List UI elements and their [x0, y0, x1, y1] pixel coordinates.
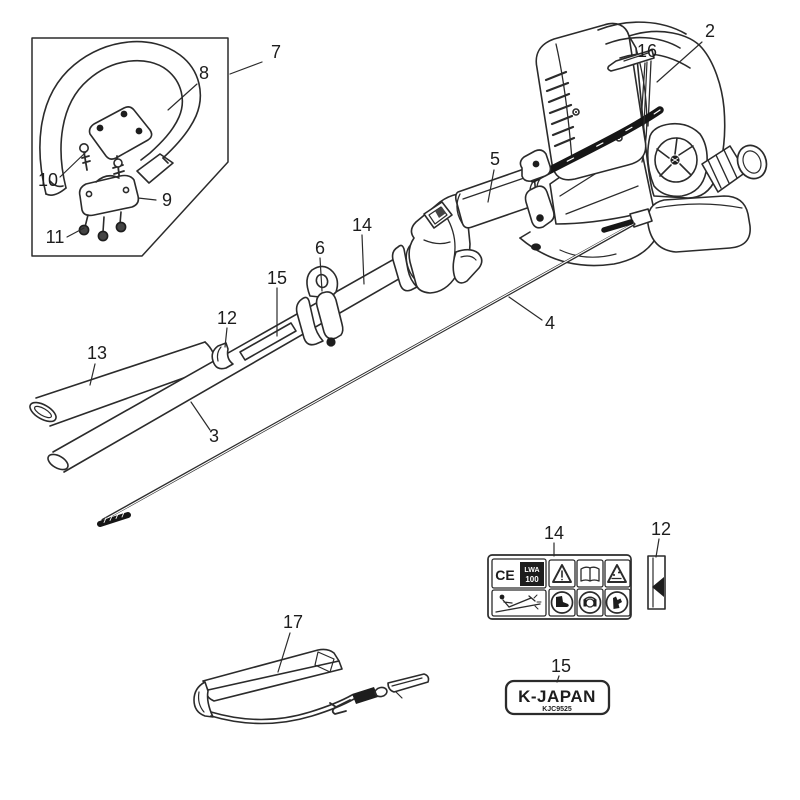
callout-15-decal: 15: [551, 656, 571, 676]
shaft-label-area: [239, 322, 297, 361]
callout-5: 5: [490, 149, 500, 169]
arrow-glyph: [652, 577, 664, 597]
hanger-clamp: [295, 265, 344, 347]
handle-end-cap: [45, 180, 67, 196]
safety-boots-icon: [550, 591, 574, 614]
brand-name: K-JAPAN: [518, 687, 596, 706]
ce-mark: CE: [495, 567, 514, 583]
throttle-trigger: [452, 248, 483, 284]
recoil-starter: [646, 122, 708, 198]
brand-decal-group: K-JAPAN KJC9525: [504, 679, 611, 716]
callout-2: 2: [705, 21, 715, 41]
callout-10: 10: [38, 170, 58, 190]
callout-16: 16: [637, 41, 657, 61]
assembly-outline-box: [31, 37, 229, 257]
callout-15-shaft: 15: [267, 268, 287, 288]
read-manual-icon: [580, 566, 600, 582]
callout-14-decal: 14: [544, 523, 564, 543]
callout-12-decal: 12: [651, 519, 671, 539]
callout-12-shaft: 12: [217, 308, 237, 328]
harness-group: [193, 648, 430, 725]
arrow-decal-group: [647, 555, 666, 610]
callout-labels: 7 8 10 9 11 2 16 5 14 6 15 12 4 13 3 14 …: [38, 21, 715, 676]
callout-4: 4: [545, 313, 555, 333]
fuel-tank: [647, 195, 751, 253]
harness-hook: [387, 673, 430, 693]
stop-switch: [423, 201, 453, 229]
handle-assembly-group: [31, 37, 229, 257]
operator-pictogram: [495, 594, 542, 613]
handle-lower-bracket: [78, 174, 140, 217]
callout-13: 13: [87, 343, 107, 363]
svg-text:100: 100: [525, 575, 539, 584]
air-filter-cover: [535, 22, 647, 181]
inner-drive-shaft-group: [97, 219, 636, 527]
callout-6: 6: [315, 238, 325, 258]
shaft-group: [29, 257, 405, 473]
callout-17: 17: [283, 612, 303, 632]
callout-3: 3: [209, 426, 219, 446]
handle-upper-clamp: [88, 106, 153, 160]
gloves-icon: [605, 591, 629, 614]
harness-loop: [193, 681, 214, 718]
callout-14-shaft: 14: [352, 215, 372, 235]
rear-shroud: [597, 21, 691, 127]
ear-protection-icon: [578, 591, 602, 614]
harness-buckle: [329, 673, 430, 715]
warning-decal-group: CE LWA 100: [487, 554, 632, 620]
svg-text:LWA: LWA: [524, 567, 539, 574]
callout-11: 11: [46, 227, 65, 247]
shaft-thread-left: [97, 512, 131, 527]
brand-model: KJC9525: [542, 706, 572, 713]
shaft-clip: [211, 342, 234, 370]
clamp-lower-lug: [524, 185, 555, 229]
noise-level-badge: LWA 100: [520, 562, 544, 586]
thrown-objects-icon: [607, 564, 627, 583]
shaft-thread-right: [601, 219, 634, 233]
callout-8: 8: [199, 63, 209, 83]
fuel-cap: [701, 144, 768, 193]
handle-foot-plate: [136, 153, 174, 184]
fan-blades: [656, 137, 694, 177]
callout-9: 9: [162, 190, 172, 210]
shaft-clamp-group: [519, 149, 555, 251]
leader-lines: [59, 41, 703, 683]
callout-7: 7: [271, 42, 281, 62]
loop-handle-inner: [60, 59, 184, 189]
loop-handle-outer: [39, 40, 202, 195]
warning-triangle-icon: [552, 564, 572, 583]
handle-bolt: [79, 143, 91, 171]
throttle-housing-group: [391, 167, 537, 294]
